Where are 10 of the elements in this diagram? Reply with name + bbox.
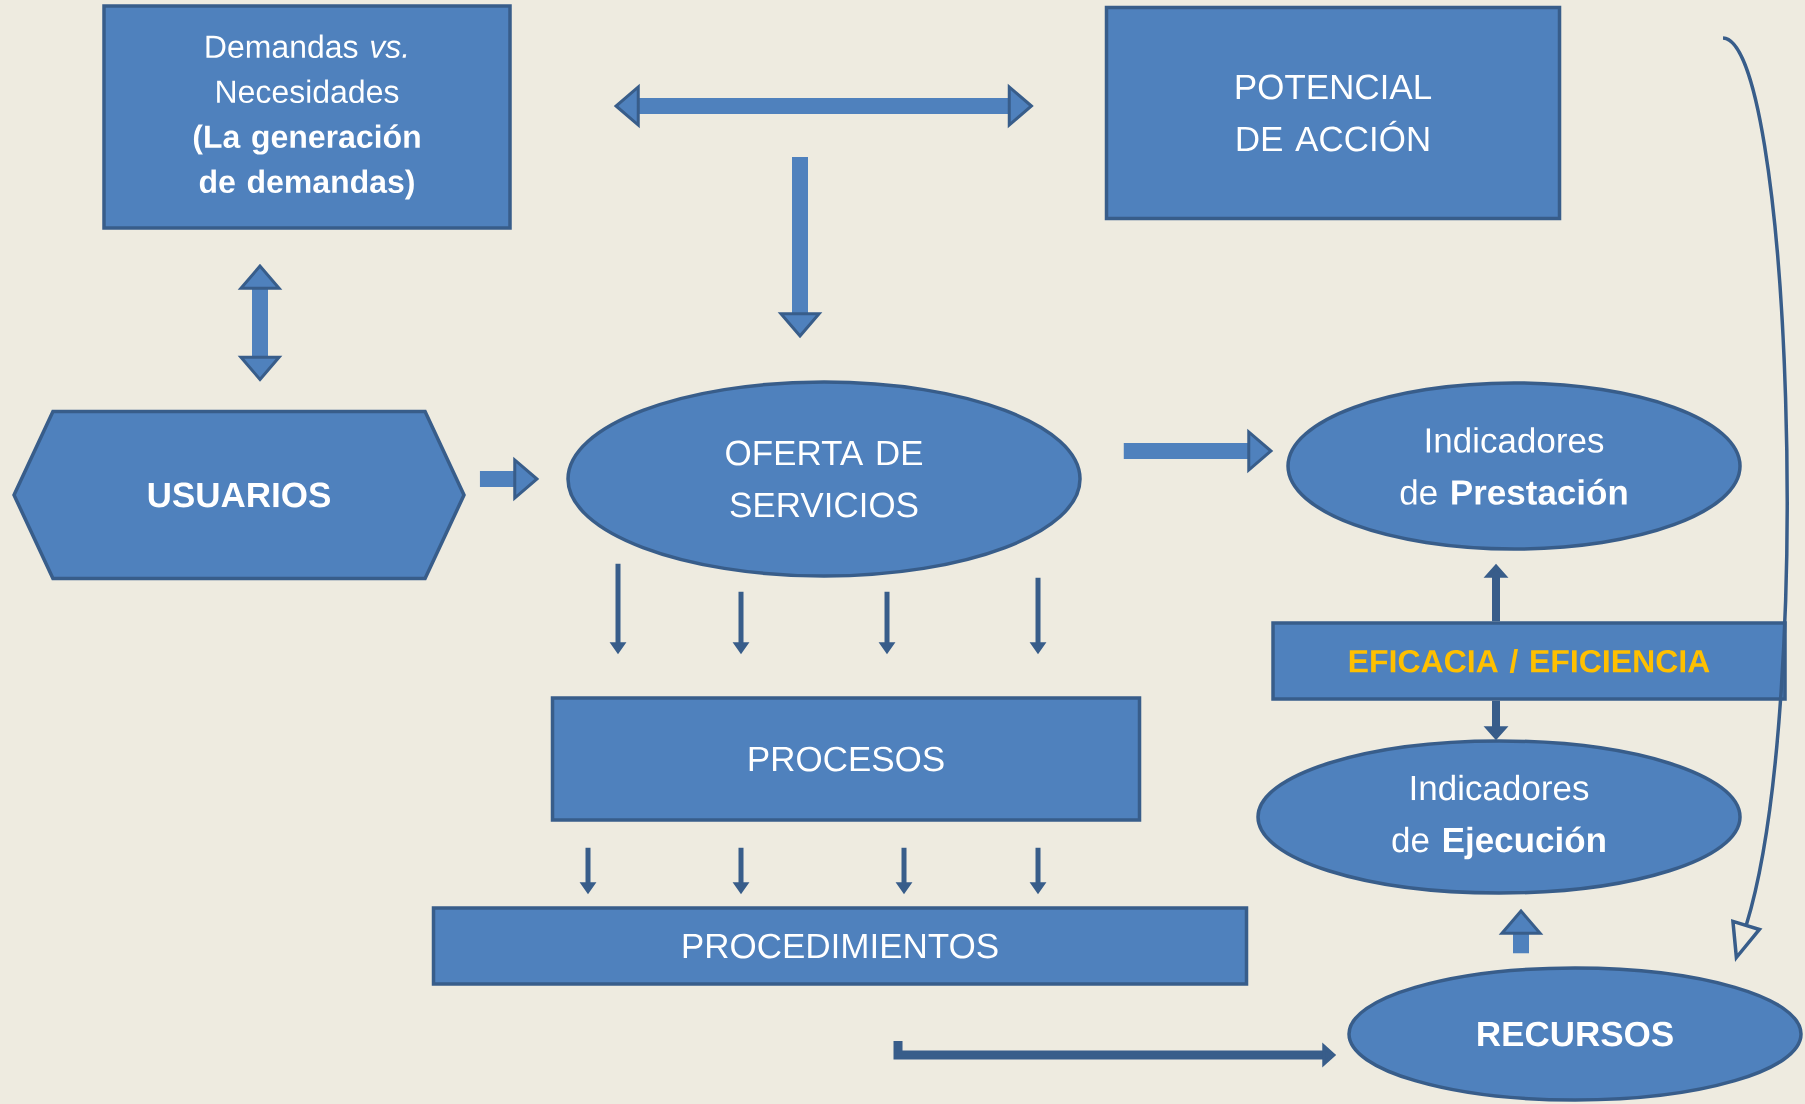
process-box: PROCESOS xyxy=(550,696,1142,822)
process-box: EFICACIA / EFICIENCIA xyxy=(1271,621,1787,701)
hexagon-node: USUARIOS xyxy=(12,409,466,581)
oval-node: Indicadores de Prestación xyxy=(1286,381,1742,551)
process-box: PROCEDIMIENTOS xyxy=(431,906,1249,986)
process-box: Demandas vs. Necesidades (La generación de demandas) xyxy=(102,4,512,230)
oval-node: RECURSOS xyxy=(1347,966,1803,1102)
oval-node: OFERTA DE SERVICIOS xyxy=(566,380,1082,578)
process-box: POTENCIAL DE ACCIÓN xyxy=(1104,5,1562,221)
oval-node: Indicadores de Ejecución xyxy=(1256,739,1742,895)
